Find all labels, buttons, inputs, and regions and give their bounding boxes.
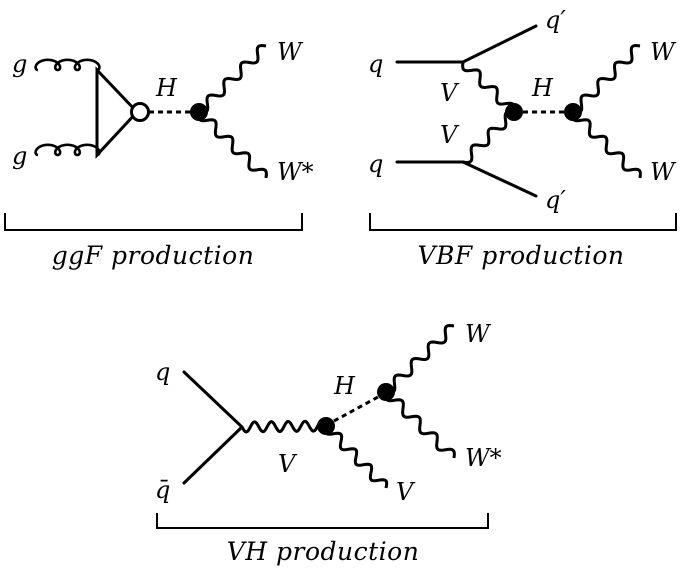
vbf-label-w-bottom: W — [650, 158, 677, 186]
vh-diagram: q q̄ V H W W* V VH production — [155, 320, 502, 566]
vh-quark-in — [182, 370, 244, 429]
vh-label-higgs: H — [333, 372, 356, 400]
vh-label-w-bottom: W* — [465, 444, 502, 472]
vh-label-quark: q — [155, 358, 170, 386]
vbf-quark-top-out — [461, 24, 538, 64]
vh-bracket — [156, 513, 489, 529]
vbf-label-outgoing-top-quark: q′ — [545, 6, 566, 34]
ggf-w-bottom-boson — [197, 111, 268, 179]
vbf-diagram: q q q′ q′ V V H W W VBF production — [368, 6, 677, 270]
vh-higgs-propagator — [333, 395, 379, 423]
vh-w-bottom-boson — [384, 391, 456, 459]
ggf-loop-vertex — [130, 102, 150, 122]
vh-label-antiquark: q̄ — [155, 476, 170, 504]
ggf-w-top-boson — [198, 44, 267, 114]
vbf-label-outgoing-bottom-quark: q′ — [545, 186, 566, 214]
vbf-label-w-top: W — [650, 38, 677, 66]
ggf-gluon-bottom — [34, 143, 101, 157]
ggf-gluon-top — [34, 58, 101, 72]
vbf-w-bottom-boson — [571, 111, 642, 179]
ggf-caption: ggF production — [52, 241, 255, 270]
ggf-label-incoming-top: g — [12, 50, 27, 78]
vbf-label-higgs: H — [531, 74, 554, 102]
vbf-w-top-boson — [572, 44, 641, 114]
vh-w-top-boson — [385, 324, 455, 394]
vh-antiquark-in — [182, 425, 244, 485]
vbf-label-v-top: V — [440, 79, 460, 107]
vh-v-propagator — [240, 419, 328, 434]
ggf-bracket — [4, 213, 303, 231]
vbf-caption: VBF production — [417, 241, 624, 270]
vbf-quark-bottom-out — [461, 160, 538, 198]
vbf-label-incoming-bottom: q — [368, 150, 383, 178]
ggf-label-higgs: H — [155, 74, 178, 102]
vbf-v-boson-top — [461, 61, 516, 113]
vh-label-v-outgoing: V — [396, 478, 416, 506]
vbf-v-boson-bottom — [462, 110, 515, 164]
vh-v-outgoing-boson — [323, 425, 389, 489]
vh-label-v-propagator: V — [278, 450, 298, 478]
ggf-label-w-bottom: W* — [277, 158, 314, 186]
vh-label-w-top: W — [465, 320, 492, 348]
vbf-label-v-bottom: V — [440, 121, 460, 149]
ggf-quark-loop-triangle — [95, 66, 140, 159]
vh-caption: VH production — [227, 537, 420, 566]
ggf-diagram: g g H W W* ggF production — [4, 38, 314, 270]
vbf-bracket — [369, 213, 677, 231]
vbf-label-incoming-top: q — [368, 50, 383, 78]
vbf-fusion-vertex — [505, 103, 523, 121]
ggf-label-w-top: W — [277, 38, 304, 66]
ggf-label-incoming-bottom: g — [12, 142, 27, 170]
